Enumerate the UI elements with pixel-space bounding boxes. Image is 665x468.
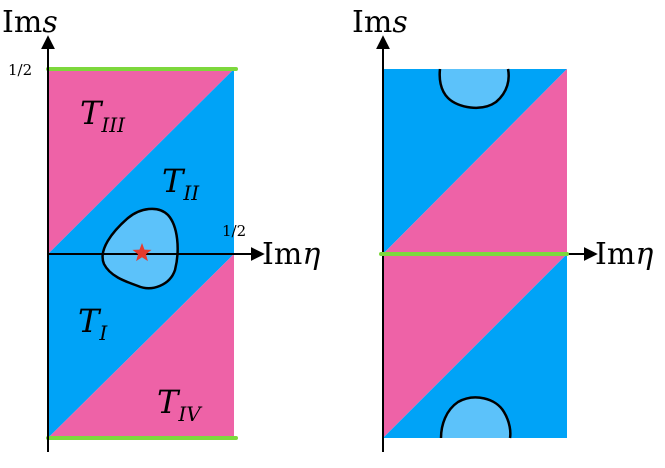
right-region-lower-blue bbox=[383, 254, 567, 438]
left-region-t1-label: TI bbox=[78, 302, 108, 345]
left-panel: Ims Imη 1/2 1/2 TIII TII TI TIV bbox=[2, 5, 320, 452]
left-star-marker bbox=[132, 243, 152, 262]
right-top-contour-line bbox=[438, 68, 510, 110]
left-y-axis-label: Ims bbox=[2, 5, 58, 40]
right-y-axis-label: Ims bbox=[352, 5, 408, 40]
left-x-tick-label: 1/2 bbox=[222, 222, 246, 240]
left-x-axis-label: Imη bbox=[262, 237, 320, 272]
right-x-axis-label: Imη bbox=[595, 237, 653, 272]
left-region-t4-label: TIV bbox=[157, 383, 203, 426]
right-bottom-contour bbox=[441, 397, 511, 438]
right-bottom-contour-line bbox=[439, 396, 512, 439]
left-region-t3-label: TIII bbox=[80, 94, 126, 137]
left-region-t2-label: TII bbox=[162, 162, 200, 205]
right-panel: Ims Imη bbox=[352, 5, 653, 452]
right-top-contour bbox=[439, 69, 509, 108]
left-y-tick-label: 1/2 bbox=[8, 61, 32, 79]
left-region-t2-blue bbox=[48, 69, 234, 254]
right-region-upper-pink bbox=[383, 69, 567, 254]
left-region-t4-pink bbox=[48, 254, 234, 438]
